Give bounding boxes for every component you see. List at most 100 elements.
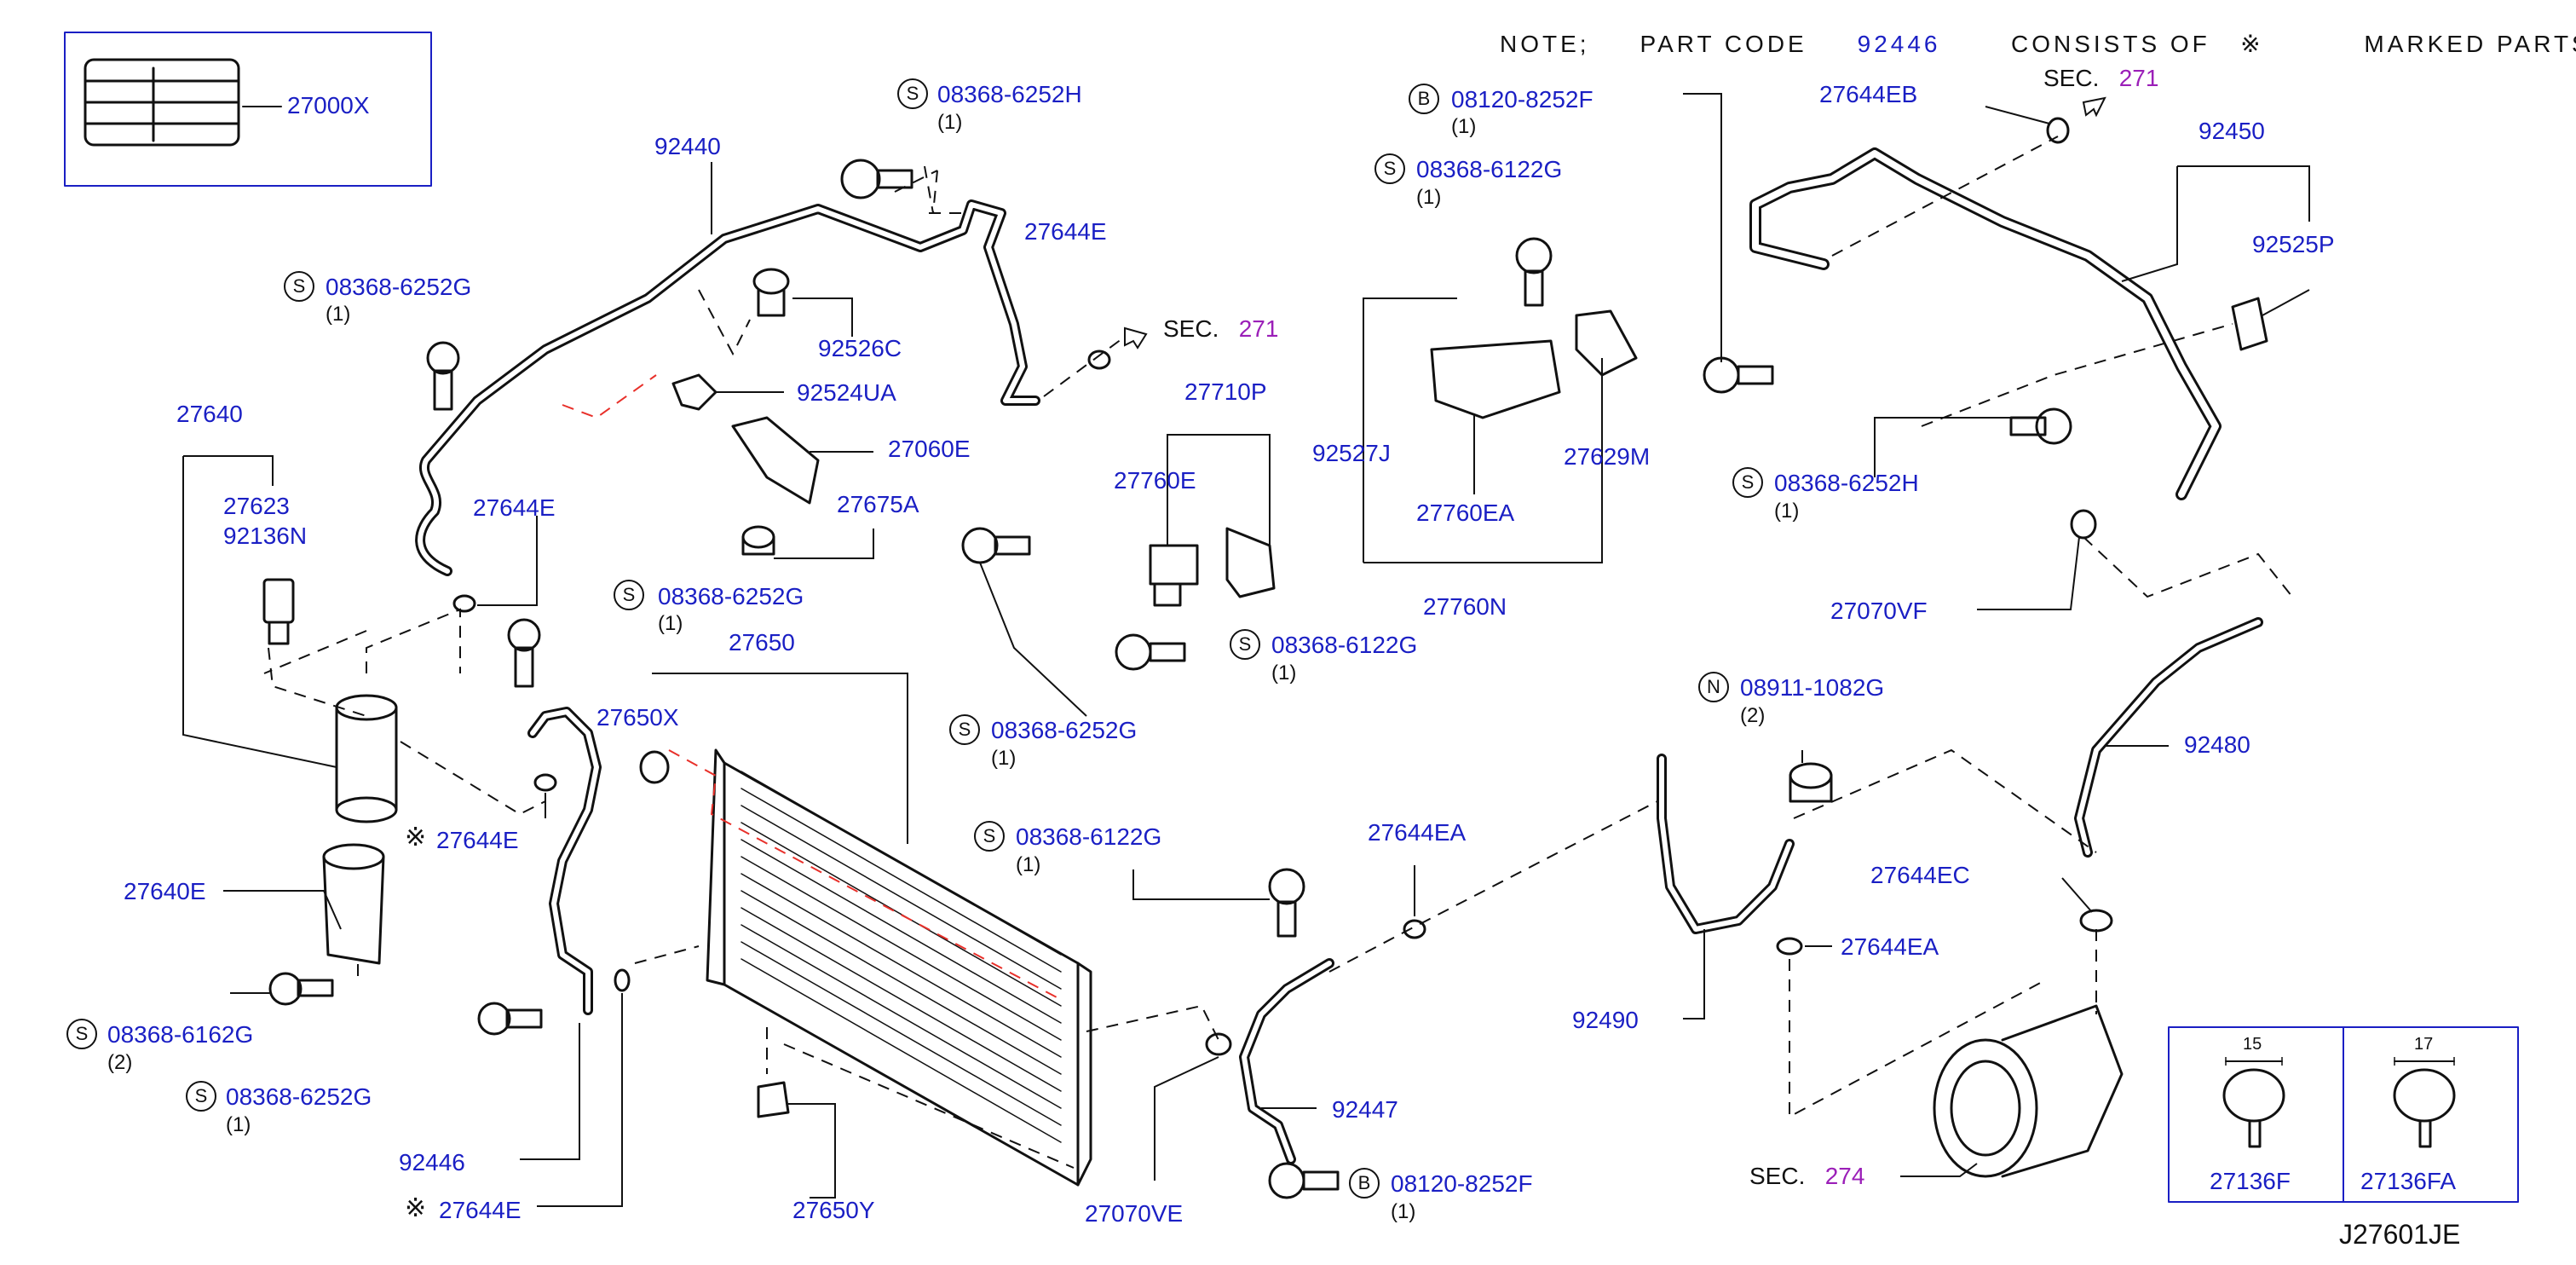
clip-dim-17: 17 [2414, 1035, 2434, 1054]
fastener-code-f5[interactable]: 08368-6122G [1016, 823, 1162, 850]
part-27000X[interactable]: 27000X [287, 92, 370, 118]
fastener-qty-f8: (1) [1451, 115, 1477, 138]
label-sticker-icon [84, 58, 240, 147]
o-ring-27644E-d-icon [614, 968, 631, 992]
dash-92447 [1328, 800, 1658, 973]
fastener-code-f2[interactable]: 08368-6252G [326, 274, 472, 300]
part-27644E-b[interactable]: 27644E [1024, 218, 1107, 245]
fastener-qty-f6: (2) [107, 1051, 133, 1074]
fastener-code-f11[interactable]: 08368-6252H [1774, 470, 1919, 496]
part-27640E[interactable]: 27640E [124, 878, 206, 904]
part-27640[interactable]: 27640 [176, 401, 243, 427]
dash-condenser-right [1086, 1004, 1219, 1041]
fastener-code-f12[interactable]: 08911-1082G [1740, 674, 1885, 701]
marked-part-icon: ※ [405, 823, 427, 852]
symbol-n: N [1698, 672, 1729, 702]
part-27644EA-a[interactable]: 27644EA [1368, 819, 1467, 846]
part-92450[interactable]: 92450 [2199, 118, 2265, 144]
part-27644EC[interactable]: 27644EC [1870, 862, 1970, 888]
part-27644E-d[interactable]: 27644E [439, 1197, 522, 1223]
part-27070VE[interactable]: 27070VE [1085, 1200, 1184, 1227]
symbol-s: S [284, 271, 314, 302]
part-27760E[interactable]: 27760E [1114, 467, 1196, 494]
part-27629M[interactable]: 27629M [1564, 443, 1651, 470]
part-27644E-c[interactable]: 27644E [436, 827, 519, 853]
dash-compressor [1789, 929, 2097, 1118]
bolt-6252H-right-icon [2009, 407, 2072, 445]
leader-sec274 [1900, 1163, 1978, 1177]
mount-27650X-icon [639, 750, 670, 784]
part-27136F[interactable]: 27136F [2210, 1168, 2291, 1194]
dash-92440-b [698, 289, 751, 356]
bracket-27710P-icon [1225, 527, 1276, 598]
sec-274[interactable]: SEC. 274 [1749, 1164, 1864, 1188]
fastener-qty-f13: (1) [1391, 1200, 1416, 1223]
o-ring-27644EB-icon [2046, 117, 2070, 144]
part-27070VF[interactable]: 27070VF [1830, 598, 1928, 624]
leader-27640 [182, 455, 337, 768]
leader-27640E [223, 890, 342, 930]
part-27136FA[interactable]: 27136FA [2360, 1168, 2457, 1194]
part-27650X[interactable]: 27650X [596, 704, 679, 731]
part-27675A[interactable]: 27675A [837, 491, 919, 517]
o-ring-27644E-c-icon [533, 773, 557, 792]
leader-92525P [2262, 289, 2310, 316]
part-27644E-a[interactable]: 27644E [473, 494, 556, 521]
leader-27644E-d [537, 993, 623, 1207]
part-92490[interactable]: 92490 [1572, 1007, 1639, 1033]
part-92527J[interactable]: 92527J [1312, 440, 1391, 466]
fastener-code-f4[interactable]: 08368-6252G [991, 717, 1138, 743]
part-92447[interactable]: 92447 [1332, 1096, 1398, 1123]
fastener-code-f13[interactable]: 08120-8252F [1391, 1170, 1533, 1197]
leader-27650Y [788, 1103, 836, 1199]
fastener-code-f9[interactable]: 08368-6122G [1416, 156, 1563, 182]
part-27710P[interactable]: 27710P [1184, 378, 1267, 405]
arrow-sec271-b-icon [2082, 96, 2106, 118]
part-92440[interactable]: 92440 [654, 133, 721, 159]
fastener-code-f8[interactable]: 08120-8252F [1451, 86, 1593, 113]
diagram-id: J27601JE [2339, 1219, 2461, 1250]
part-27060E[interactable]: 27060E [888, 436, 971, 462]
clip-92525P-icon [2231, 297, 2268, 351]
sec-271-a[interactable]: SEC. 271 [1163, 317, 1278, 341]
note-part-code-label: PART CODE [1640, 31, 1807, 57]
part-92525P[interactable]: 92525P [2252, 231, 2335, 257]
fastener-code-f10[interactable]: 08368-6122G [1271, 632, 1418, 658]
pipe-92480-inner [2077, 620, 2261, 855]
leader-27644EB [1985, 106, 2050, 124]
symbol-s: S [949, 714, 980, 745]
fastener-code-f3[interactable]: 08368-6252G [658, 583, 804, 609]
part-27644EB[interactable]: 27644EB [1819, 81, 1918, 107]
switch-27760EA-icon [1430, 339, 1561, 419]
fastener-code-f1[interactable]: 08368-6252H [937, 81, 1082, 107]
dash-92450-c [2083, 536, 2293, 598]
fastener-code-f7[interactable]: 08368-6252G [226, 1083, 372, 1110]
part-92446[interactable]: 92446 [399, 1149, 465, 1175]
grommet-27675A-icon [741, 525, 775, 556]
part-27650Y[interactable]: 27650Y [792, 1197, 875, 1223]
part-92524UA[interactable]: 92524UA [797, 379, 896, 406]
symbol-b: B [1349, 1168, 1380, 1199]
part-92136N[interactable]: 92136N [223, 523, 308, 549]
part-92526C[interactable]: 92526C [818, 335, 902, 361]
sec-271-b[interactable]: SEC. 271 [2043, 66, 2158, 90]
o-ring-27644EA-a-icon [1403, 919, 1426, 939]
fastener-qty-f5: (1) [1016, 853, 1041, 876]
dash-sec271-a [1043, 336, 1126, 397]
fastener-qty-f7: (1) [226, 1113, 251, 1136]
dash-92446 [634, 945, 700, 964]
leader-92446 [520, 1023, 580, 1160]
condenser-27650-icon [706, 748, 1092, 1187]
clip-27136F-icon [2222, 1060, 2285, 1148]
part-27760EA[interactable]: 27760EA [1416, 500, 1515, 526]
part-27623[interactable]: 27623 [223, 493, 290, 519]
symbol-s: S [897, 78, 928, 109]
bolt-6122G-mid-icon [1268, 868, 1305, 938]
note-consists-of: CONSISTS OF [2010, 31, 2210, 57]
part-27650[interactable]: 27650 [729, 629, 795, 656]
part-27760N[interactable]: 27760N [1423, 593, 1507, 620]
part-92480[interactable]: 92480 [2184, 731, 2250, 758]
part-27644EA-b[interactable]: 27644EA [1841, 933, 1939, 960]
o-ring-27644E-a-icon [452, 594, 476, 613]
fastener-code-f6[interactable]: 08368-6162G [107, 1021, 254, 1048]
